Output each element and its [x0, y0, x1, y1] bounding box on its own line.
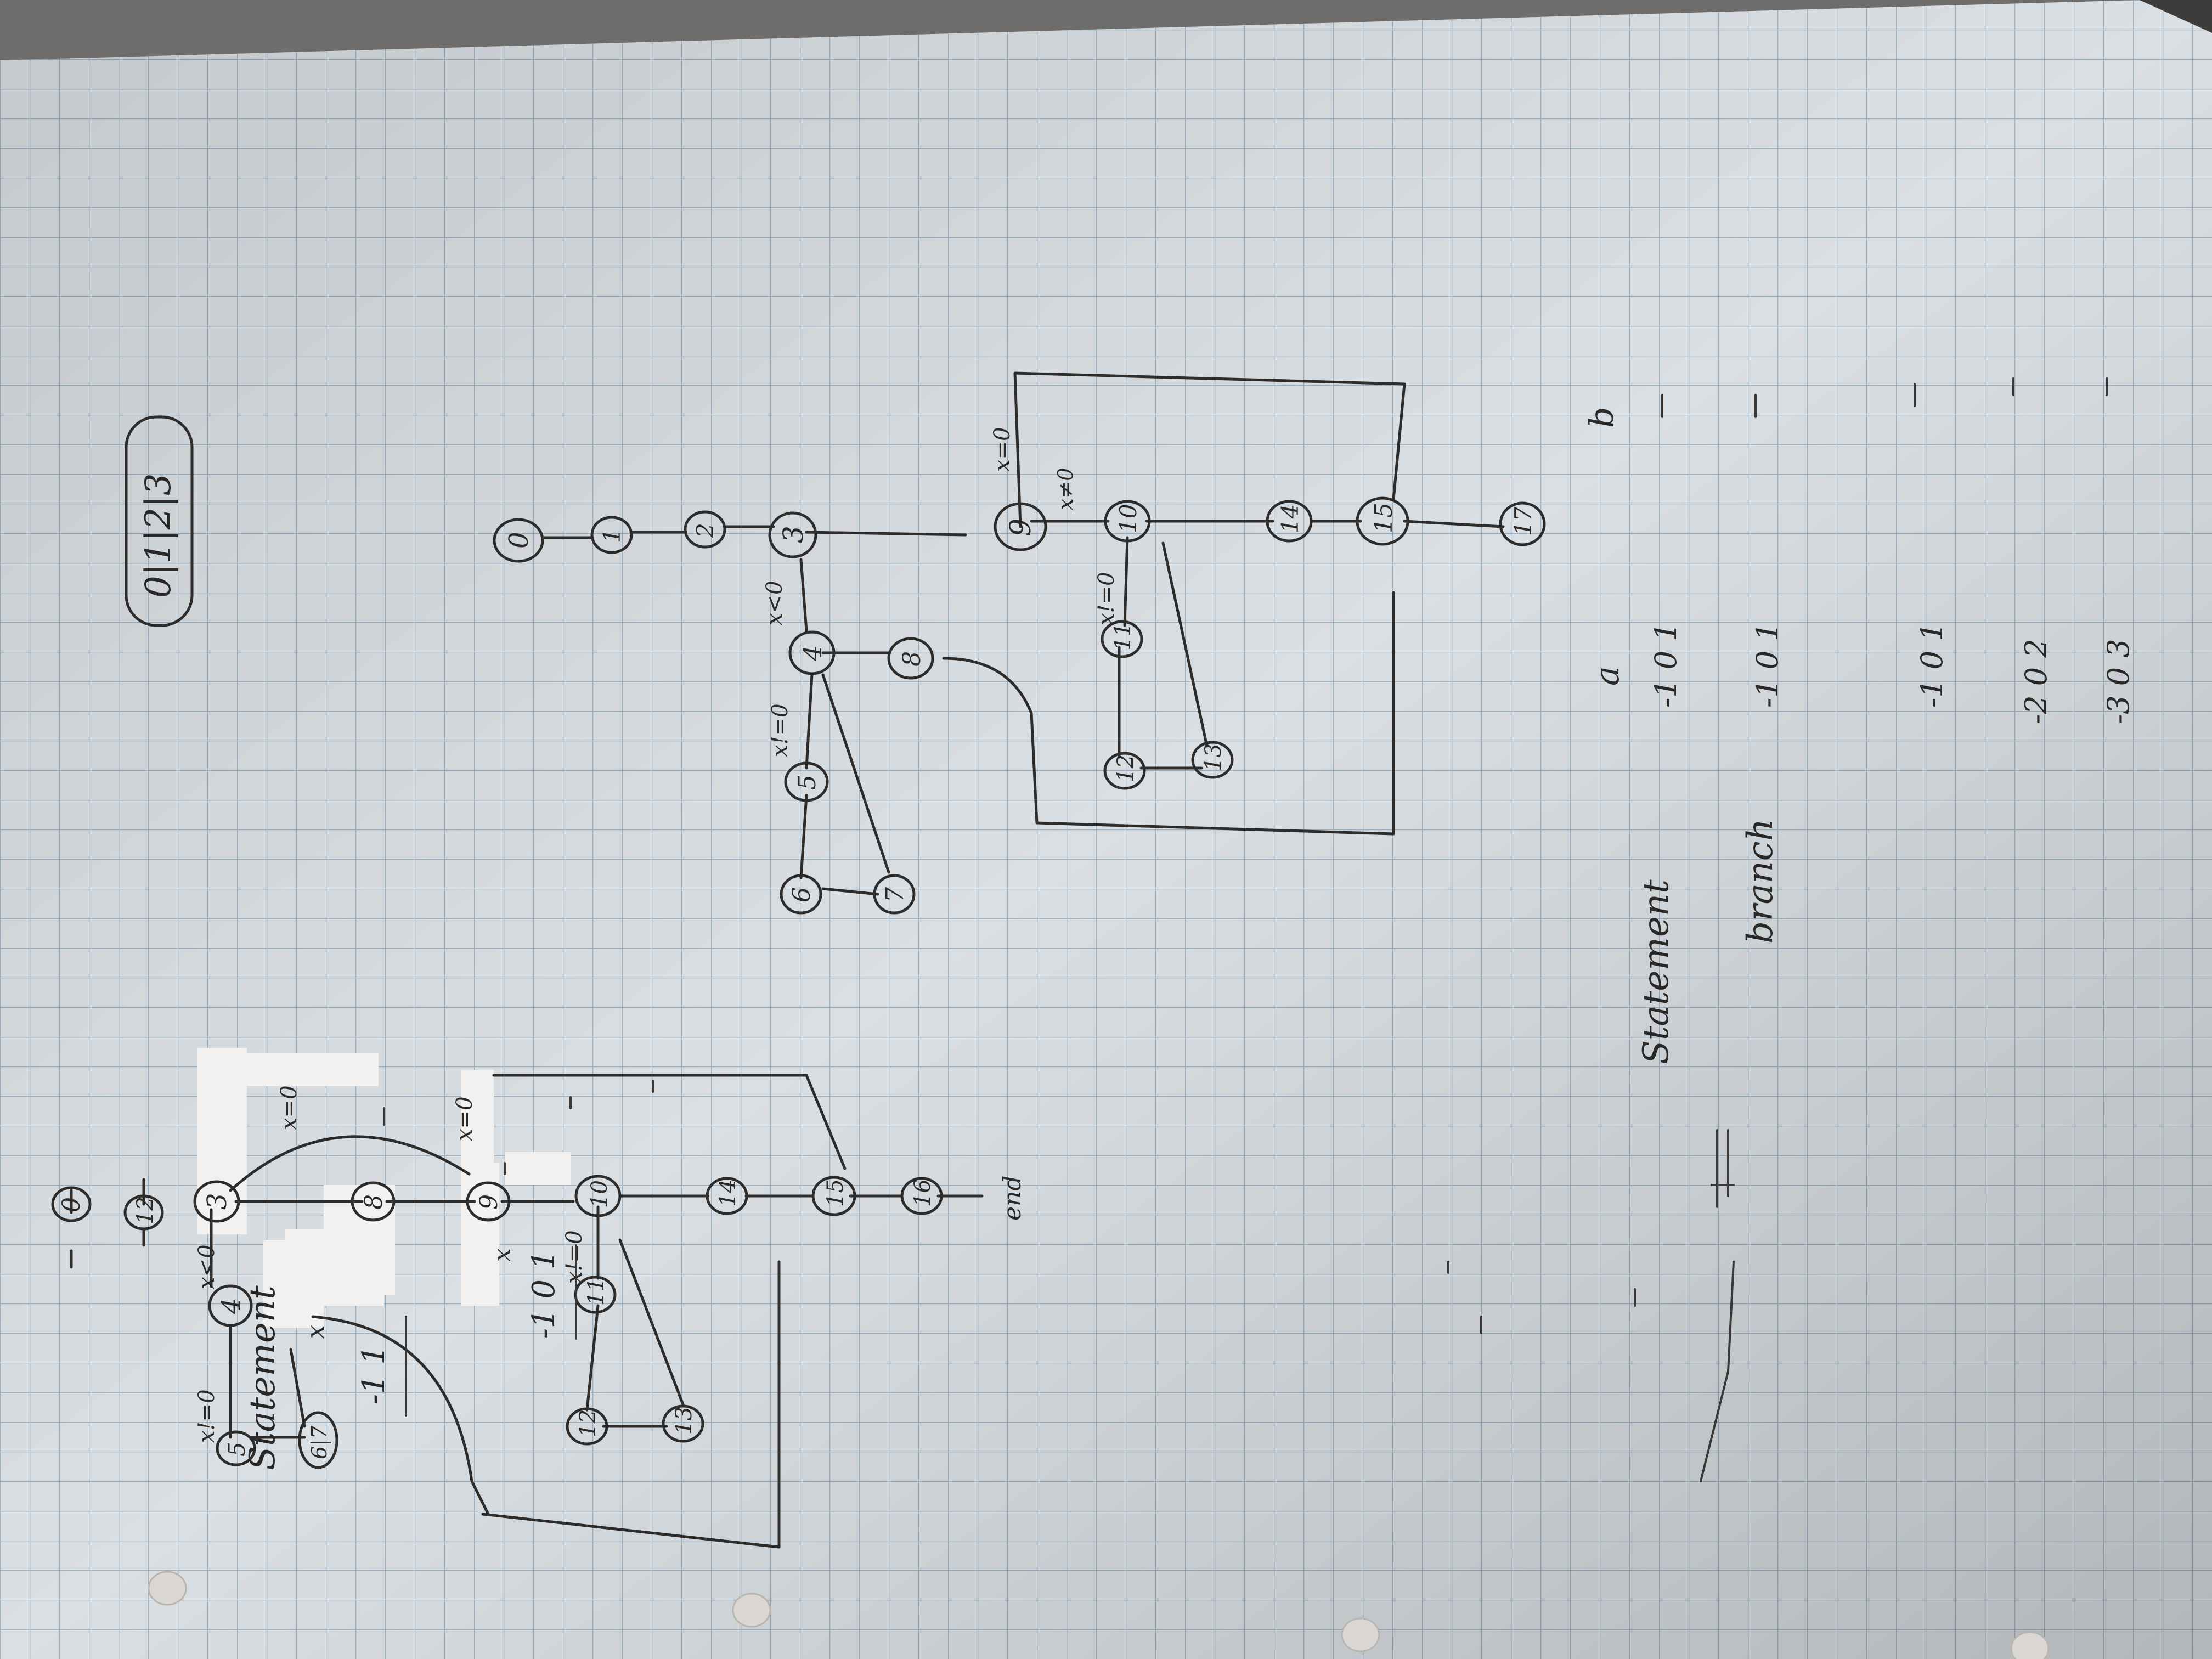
row-r4: -2 0 2 — [2019, 639, 2053, 724]
row-a: -1 1 — [356, 1345, 392, 1404]
row-r1: -1 0 1 — [1649, 622, 1683, 708]
punch-hole — [1342, 1618, 1379, 1651]
svg-text:10: 10 — [1115, 504, 1142, 533]
svg-text:9: 9 — [1005, 518, 1037, 537]
row-b: -1 0 1 — [526, 1250, 562, 1339]
edge-label: x<0 — [762, 580, 787, 625]
svg-text:11: 11 — [1110, 623, 1136, 651]
svg-text:0: 0 — [504, 532, 534, 549]
x-label-a: x — [302, 1325, 330, 1339]
branch-label: branch — [1740, 819, 1781, 944]
svg-text:8: 8 — [898, 651, 926, 667]
svg-text:13: 13 — [1201, 743, 1226, 771]
svg-text:8: 8 — [360, 1194, 388, 1210]
svg-text:9: 9 — [475, 1194, 503, 1210]
statement-left: Statement — [242, 1285, 283, 1470]
svg-text:15: 15 — [1370, 503, 1398, 533]
svg-text:6: 6 — [788, 887, 816, 902]
edge-label: x!=0 — [768, 703, 793, 757]
row-r5: -3 0 3 — [2101, 639, 2136, 724]
svg-text:2: 2 — [692, 523, 719, 538]
svg-text:12: 12 — [133, 1197, 158, 1224]
edge-label: x≠0 — [1053, 468, 1077, 510]
svg-text:3: 3 — [202, 1193, 233, 1210]
x-label-b: x — [488, 1248, 516, 1262]
svg-text:15: 15 — [823, 1179, 848, 1207]
edge-label: x!=0 — [562, 1230, 587, 1284]
edge-label: x=0 — [452, 1096, 477, 1141]
edge-label: x=0 — [276, 1085, 302, 1130]
edge-label: x=0 — [990, 427, 1015, 472]
statement-right: Statement — [1636, 879, 1677, 1064]
svg-text:3: 3 — [777, 526, 809, 543]
svg-text:14: 14 — [1277, 504, 1304, 533]
svg-text:10: 10 — [587, 1180, 612, 1208]
top-tag-text: 0|1|2|3 — [138, 473, 179, 598]
punch-hole — [2011, 1632, 2049, 1659]
edge-label: x!=0 — [1094, 572, 1119, 625]
svg-text:1: 1 — [599, 528, 625, 543]
svg-text:12: 12 — [1113, 754, 1138, 782]
svg-text:13: 13 — [672, 1407, 697, 1435]
svg-text:16: 16 — [910, 1179, 935, 1207]
svg-text:12: 12 — [575, 1409, 601, 1437]
svg-text:14: 14 — [715, 1179, 741, 1207]
svg-text:4: 4 — [216, 1298, 246, 1314]
edge-label: x<0 — [194, 1244, 219, 1289]
svg-text:17: 17 — [1510, 506, 1537, 536]
col-a: a — [1588, 666, 1627, 686]
svg-text:6|7: 6|7 — [307, 1425, 331, 1459]
svg-text:4: 4 — [798, 645, 827, 662]
row-r2: -1 0 1 — [1750, 622, 1785, 708]
svg-text:5: 5 — [793, 775, 821, 790]
svg-text:7: 7 — [881, 887, 909, 902]
end-label: end — [998, 1175, 1026, 1221]
edge-label: x!=0 — [194, 1389, 219, 1443]
punch-hole — [149, 1572, 186, 1605]
col-b: b — [1583, 407, 1621, 428]
svg-text:0: 0 — [58, 1197, 86, 1212]
svg-text:11: 11 — [584, 1278, 609, 1306]
row-r3: -1 0 1 — [1915, 622, 1949, 708]
punch-hole — [733, 1594, 770, 1627]
